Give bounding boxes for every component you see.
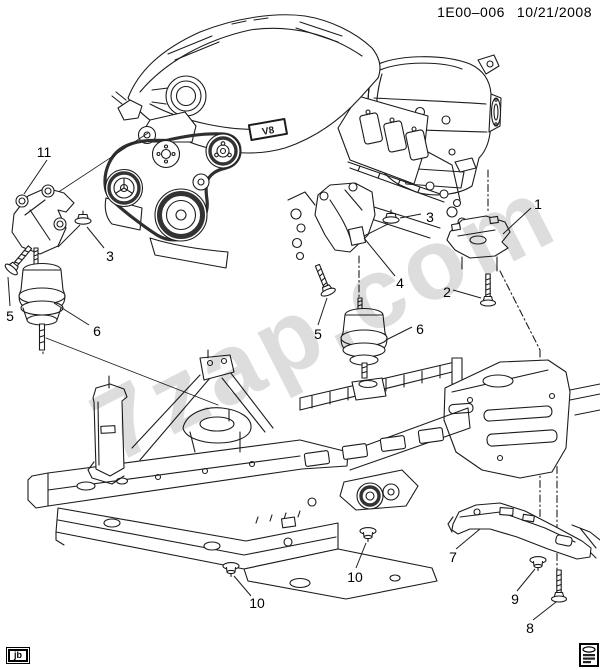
nut-10-right <box>359 527 377 543</box>
callout-11[interactable]: 11 <box>37 144 52 160</box>
callouts: 11 3 5 6 3 1 4 2 5 6 7 9 <box>6 144 557 636</box>
bolt-8 <box>550 569 568 603</box>
callout-10-right[interactable]: 10 <box>347 569 363 585</box>
callout-5-left[interactable]: 5 <box>6 308 14 324</box>
drawing-number: 1E00–006 <box>437 4 505 20</box>
callout-10-left[interactable]: 10 <box>249 595 265 611</box>
callout-7[interactable]: 7 <box>449 549 457 565</box>
engine-mount-bracket-center <box>314 182 376 253</box>
projection-lines <box>42 132 558 573</box>
nut-10-left <box>222 562 240 578</box>
author-initials: jb <box>8 649 28 662</box>
nut-3-right <box>382 209 400 224</box>
engine-badge: V8 <box>261 125 275 138</box>
engine-mount-right <box>340 297 388 379</box>
engine-mount-bracket-left <box>11 184 75 255</box>
bolt-2 <box>479 273 497 307</box>
nut-9 <box>529 556 547 572</box>
callout-6-right[interactable]: 6 <box>416 321 424 337</box>
callout-4[interactable]: 4 <box>396 275 404 291</box>
nut-3-left <box>74 210 92 225</box>
author-initials-box: jb <box>6 647 30 664</box>
callout-2[interactable]: 2 <box>443 284 451 300</box>
callout-8[interactable]: 8 <box>526 620 534 636</box>
transmission-crossmember <box>447 502 592 560</box>
bolt-5-right <box>309 261 337 299</box>
callout-3-right[interactable]: 3 <box>426 209 434 225</box>
engine-illustration: V8 <box>103 14 467 269</box>
callout-6-left[interactable]: 6 <box>93 323 101 339</box>
callout-9[interactable]: 9 <box>511 591 519 607</box>
drawing-header: 1E00–006 10/21/2008 <box>437 4 592 20</box>
drawing-date: 10/21/2008 <box>516 4 592 20</box>
subframe-illustration <box>27 349 600 600</box>
engine-badge-plate: V8 <box>247 117 288 142</box>
callout-5-right[interactable]: 5 <box>314 326 322 342</box>
callout-3-left[interactable]: 3 <box>106 248 114 264</box>
transmission-mount <box>446 215 511 272</box>
callout-1[interactable]: 1 <box>534 196 542 212</box>
engine-mount-left <box>18 247 66 351</box>
